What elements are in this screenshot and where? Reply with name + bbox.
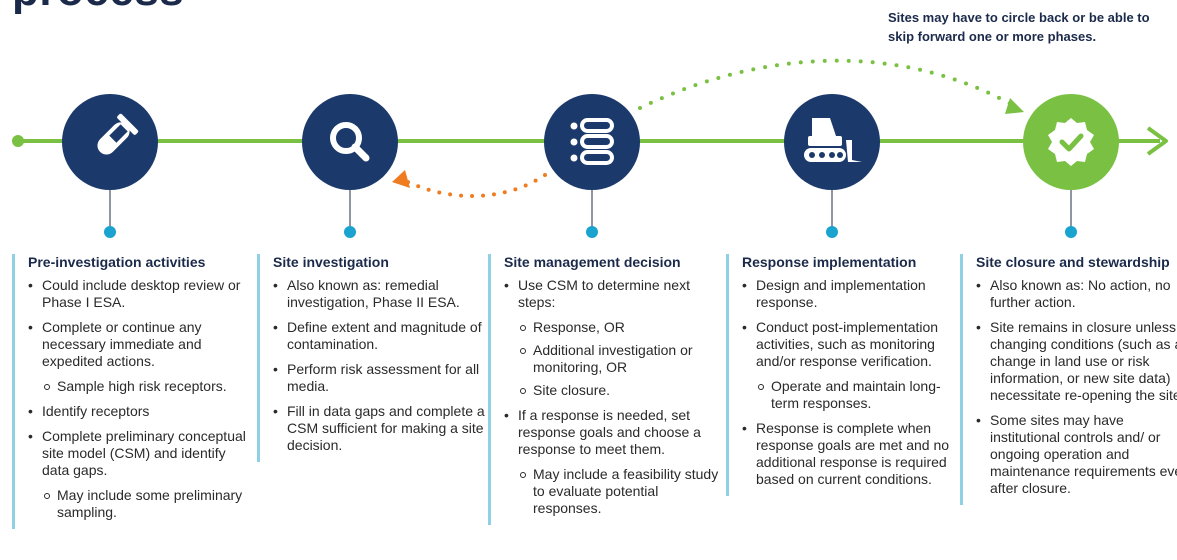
timeline-end-arrow <box>1146 126 1168 156</box>
phase-sub-list: May include a feasibility study to evalu… <box>518 466 722 517</box>
bulldozer-icon <box>804 118 862 162</box>
phase-bullet: If a response is needed, set response go… <box>504 407 722 517</box>
phase-bullet-text: Complete or continue any necessary immed… <box>42 319 202 369</box>
phase-bullet-text: Site remains in closure unless changing … <box>990 319 1177 403</box>
phase-bullet-text: Fill in data gaps and complete a CSM suf… <box>287 403 485 453</box>
diagram-title: process <box>12 0 184 16</box>
phase-1-icon-circle <box>62 94 158 190</box>
phase-connector-dot <box>104 226 116 238</box>
circle-back-arc <box>398 173 547 198</box>
skip-forward-arrowhead <box>1005 98 1024 114</box>
phase-bullet-text: Conduct post-implementation activities, … <box>756 319 939 369</box>
phase-bullet: Also known as: remedial investigation, P… <box>273 277 491 311</box>
phase-title: Site closure and stewardship <box>976 254 1170 270</box>
phase-bullet: Design and implementation response. <box>742 277 960 311</box>
phase-bullet-text: Some sites may have institutional contro… <box>990 412 1177 496</box>
phase-bullet: Complete preliminary conceptual site mod… <box>28 428 246 521</box>
timeline-start-dot <box>12 135 24 147</box>
phase-connector-dot <box>826 226 838 238</box>
phase-bullet-text: Also known as: No action, no further act… <box>990 277 1171 310</box>
phase-bullet-text: Complete preliminary conceptual site mod… <box>42 428 246 478</box>
phase-bullet: Complete or continue any necessary immed… <box>28 319 246 395</box>
phase-bullet-list: Design and implementation response. Condu… <box>742 277 960 488</box>
phase-bullet: Some sites may have institutional contro… <box>976 412 1177 497</box>
phase-bullet: Use CSM to determine next steps: Response… <box>504 277 722 399</box>
phase-bullet: Site remains in closure unless changing … <box>976 319 1177 404</box>
phase-sub-bullet: Response, OR <box>518 319 722 336</box>
check-badge-icon <box>1048 118 1094 166</box>
phase-sub-list: Operate and maintain long-term responses… <box>756 378 960 412</box>
phase-column: Response implementationDesign and implem… <box>726 254 960 496</box>
phase-bullet-list: Use CSM to determine next steps: Response… <box>504 277 722 517</box>
phase-2-icon-circle <box>302 94 398 190</box>
phase-bullet: Define extent and magnitude of contamina… <box>273 319 491 353</box>
phase-connector-dot <box>586 226 598 238</box>
circle-back-arrowhead <box>392 170 410 188</box>
phase-title: Site investigation <box>273 254 389 270</box>
phase-3-icon-circle <box>544 94 640 190</box>
cycle-note: Sites may have to circle back or be able… <box>888 10 1150 44</box>
phase-connector-dot <box>1065 226 1077 238</box>
phase-column: Site investigationAlso known as: remedia… <box>257 254 491 462</box>
phase-bullet-text: Design and implementation response. <box>756 277 926 310</box>
phase-bullet: Perform risk assessment for all media. <box>273 361 491 395</box>
phase-sub-list: Sample high risk receptors. <box>42 378 246 395</box>
phase-bullet: Response is complete when response goals… <box>742 420 960 488</box>
phase-bullet: Conduct post-implementation activities, … <box>742 319 960 412</box>
phase-title: Pre-investigation activities <box>28 254 206 270</box>
phase-bullet-text: Perform risk assessment for all media. <box>287 361 480 394</box>
phase-bullet: Also known as: No action, no further act… <box>976 277 1177 311</box>
phase-bullet-text: Define extent and magnitude of contamina… <box>287 319 482 352</box>
phase-bullet-list: Also known as: remedial investigation, P… <box>273 277 491 454</box>
phase-title: Site management decision <box>504 254 681 270</box>
phase-5-icon-circle <box>1023 94 1119 190</box>
phase-bullet-text: Response is complete when response goals… <box>756 420 950 487</box>
phase-4-icon-circle <box>784 94 880 190</box>
phase-sub-bullet: Site closure. <box>518 382 722 399</box>
phase-bullet: Could include desktop review or Phase I … <box>28 277 246 311</box>
phase-bullet-text: If a response is needed, set response go… <box>518 407 701 457</box>
phase-bullet-text: Identify receptors <box>42 403 150 419</box>
phase-sub-bullet: Sample high risk receptors. <box>42 378 246 395</box>
phase-column: Site closure and stewardshipAlso known a… <box>960 254 1177 505</box>
phase-column: Pre-investigation activitiesCould includ… <box>12 254 246 529</box>
test-tube-icon <box>97 113 139 155</box>
phase-sub-bullet: May include some preliminary sampling. <box>42 487 246 521</box>
phase-connector-dot <box>344 226 356 238</box>
phase-bullet-text: Use CSM to determine next steps: <box>518 277 690 310</box>
phase-bullet: Fill in data gaps and complete a CSM suf… <box>273 403 491 454</box>
phase-sub-bullet: May include a feasibility study to evalu… <box>518 466 722 517</box>
phase-sub-list: May include some preliminary sampling. <box>42 487 246 521</box>
list-icon <box>570 118 614 165</box>
phase-bullet-list: Also known as: No action, no further act… <box>976 277 1177 497</box>
phase-bullet-text: Also known as: remedial investigation, P… <box>287 277 460 310</box>
phase-bullet: Identify receptors <box>28 403 246 420</box>
phase-sub-bullet: Operate and maintain long-term responses… <box>756 378 960 412</box>
phase-title: Response implementation <box>742 254 917 270</box>
phase-bullet-list: Could include desktop review or Phase I … <box>28 277 246 521</box>
magnifier-icon <box>330 122 370 162</box>
phase-bullet-text: Could include desktop review or Phase I … <box>42 277 241 310</box>
phase-sub-list: Response, OR Additional investigation or … <box>518 319 722 399</box>
phase-sub-bullet: Additional investigation or monitoring, … <box>518 342 722 376</box>
phase-column: Site management decisionUse CSM to deter… <box>488 254 722 525</box>
